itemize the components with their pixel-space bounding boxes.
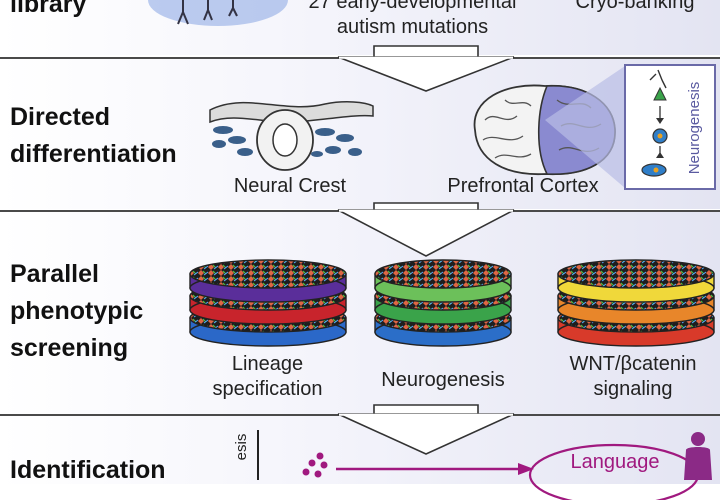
row-label-identification: Identification: [10, 456, 166, 484]
down-arrow-2-tip: [337, 209, 515, 257]
person-icon: [684, 432, 712, 480]
down-arrow-3-tip: [337, 413, 515, 455]
neurogenesis-inset: [624, 64, 716, 190]
culture-stack-lineage: [189, 259, 347, 347]
culture-stack-neurogenesis: [374, 259, 512, 347]
dots-to-language-arrow: [302, 452, 534, 478]
cryo-banking-text: Cryo-banking: [575, 0, 695, 13]
prefrontal-cortex-label: Prefrontal Cortex: [447, 175, 599, 197]
band-identification: [0, 414, 720, 484]
row-label-screening: Parallel phenotypic screening: [10, 260, 144, 362]
down-arrow-1-tip: [337, 56, 515, 92]
row-label-library: library: [10, 0, 87, 18]
axis-line: [257, 430, 259, 480]
mutations-text: 27 early-developmental autism mutations: [308, 0, 517, 38]
neuron-lineage-icon: [641, 69, 668, 177]
zoom-connector: [545, 66, 625, 188]
language-label: Language: [570, 451, 660, 473]
people-illustration: [148, 0, 288, 26]
neural-crest-illustration: [209, 101, 374, 171]
axis-fragment-label: esis: [233, 433, 250, 461]
culture-stack-wnt: [557, 259, 715, 347]
neural-crest-label: Neural Crest: [233, 175, 347, 197]
band-library: [0, 0, 720, 55]
neurogenesis-vertical-label: Neurogenesis: [686, 81, 703, 175]
lineage-specification-label: Lineage specification: [212, 353, 323, 400]
neurogenesis-label: Neurogenesis: [381, 369, 505, 391]
row-label-differentiation: Directed differentiation: [10, 103, 177, 168]
wnt-signaling-label: WNT/βcatenin signaling: [569, 353, 697, 400]
